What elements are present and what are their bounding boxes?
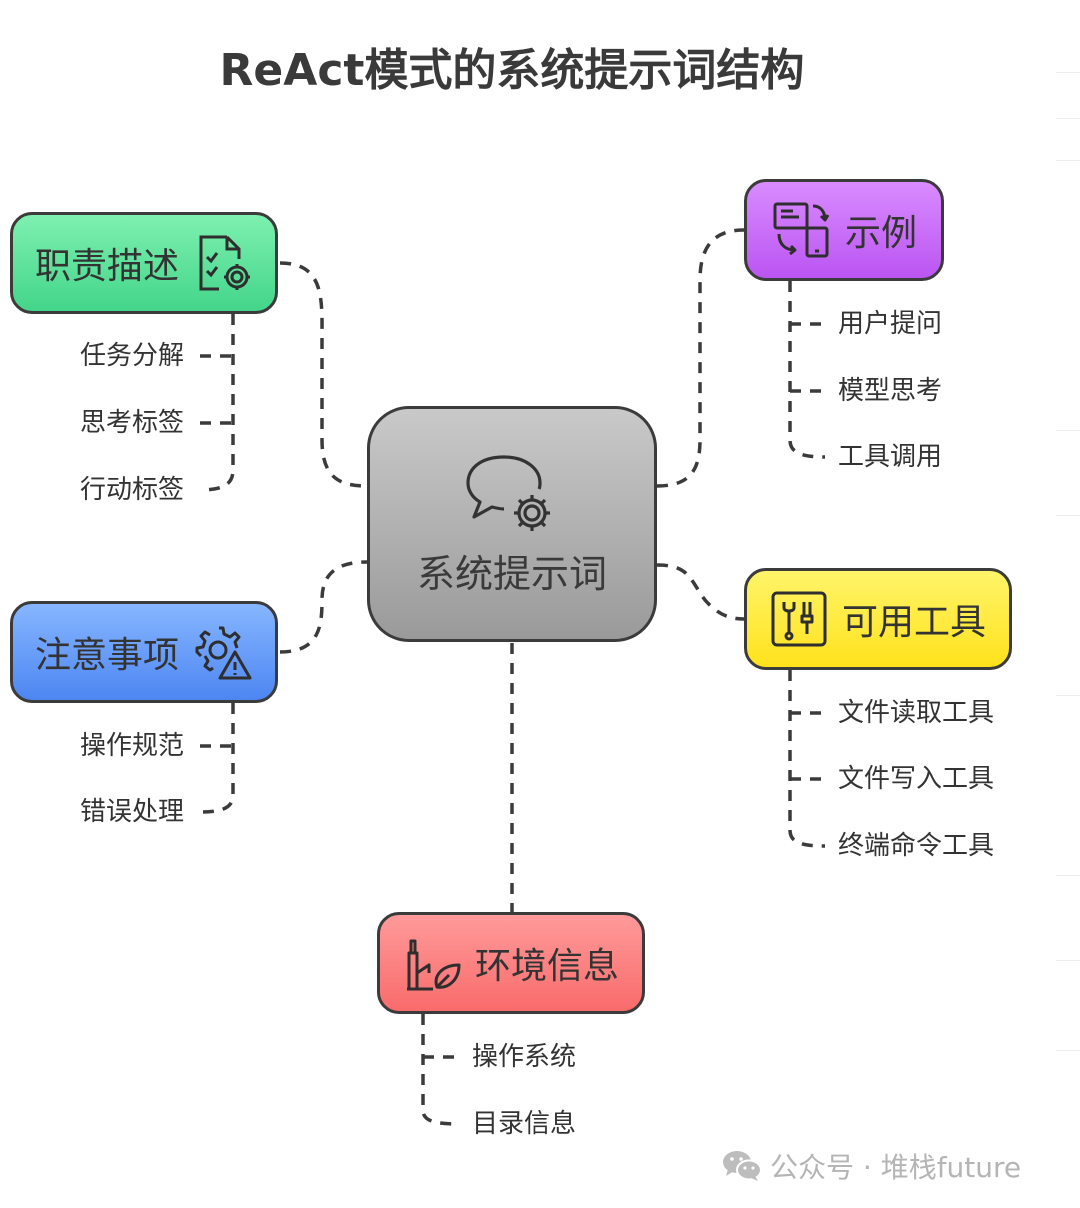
leaf-examples-2: 模型思考 <box>838 376 943 406</box>
branch-label-duty: 职责描述 <box>34 246 179 287</box>
leaf-tools-2: 文件写入工具 <box>838 764 995 794</box>
leaf-environment-2: 目录信息 <box>472 1109 577 1139</box>
leaf-duty-2: 思考标签 <box>79 408 184 438</box>
branch-node-notes: 注意事项 <box>10 601 278 703</box>
page-edge-rule <box>1056 515 1080 516</box>
wechat-icon <box>723 1151 762 1181</box>
leaf-duty-1: 任务分解 <box>79 341 184 371</box>
page-edge-rule <box>1056 960 1080 961</box>
message-device-icon <box>773 202 830 258</box>
factory-leaf-icon <box>406 939 461 991</box>
page-edge-rule <box>1056 1050 1080 1051</box>
leaf-examples-1: 用户提问 <box>838 309 943 339</box>
leaf-tools-1: 文件读取工具 <box>838 698 995 728</box>
leaf-notes-2: 错误处理 <box>79 797 184 827</box>
page-edge-rule <box>1056 430 1080 431</box>
page-edge-rule <box>1056 695 1080 696</box>
page-edge-rule <box>1056 118 1080 119</box>
watermark-text: 公众号 · 堆栈future <box>770 1151 1022 1184</box>
chat-gear-icon <box>466 454 550 531</box>
branch-label-examples: 示例 <box>844 213 917 254</box>
leaf-examples-3: 工具调用 <box>838 442 943 472</box>
center-label: 系统提示词 <box>416 551 607 596</box>
branch-node-duty: 职责描述 <box>10 212 278 314</box>
toolbox-icon <box>771 591 827 647</box>
leaf-duty-3: 行动标签 <box>79 475 184 505</box>
page-edge-rule <box>1056 875 1080 876</box>
branch-label-environment: 环境信息 <box>474 946 619 987</box>
document-gear-icon <box>199 235 250 291</box>
gear-warning-icon <box>195 626 252 680</box>
branch-label-notes: 注意事项 <box>34 635 179 676</box>
watermark: 公众号 · 堆栈future <box>722 1146 1021 1186</box>
center-node: 系统提示词 <box>367 406 657 642</box>
leaf-environment-1: 操作系统 <box>472 1042 577 1072</box>
leaf-notes-1: 操作规范 <box>79 731 184 761</box>
branch-node-examples: 示例 <box>744 179 944 281</box>
diagram-title: ReAct模式的系统提示词结构 <box>219 45 805 96</box>
branch-label-tools: 可用工具 <box>841 602 986 643</box>
page-edge-rule <box>1056 160 1080 161</box>
leaf-tools-3: 终端命令工具 <box>838 831 995 861</box>
branch-node-environment: 环境信息 <box>377 912 645 1014</box>
page-edge-rule <box>1056 72 1080 73</box>
branch-node-tools: 可用工具 <box>744 568 1012 670</box>
